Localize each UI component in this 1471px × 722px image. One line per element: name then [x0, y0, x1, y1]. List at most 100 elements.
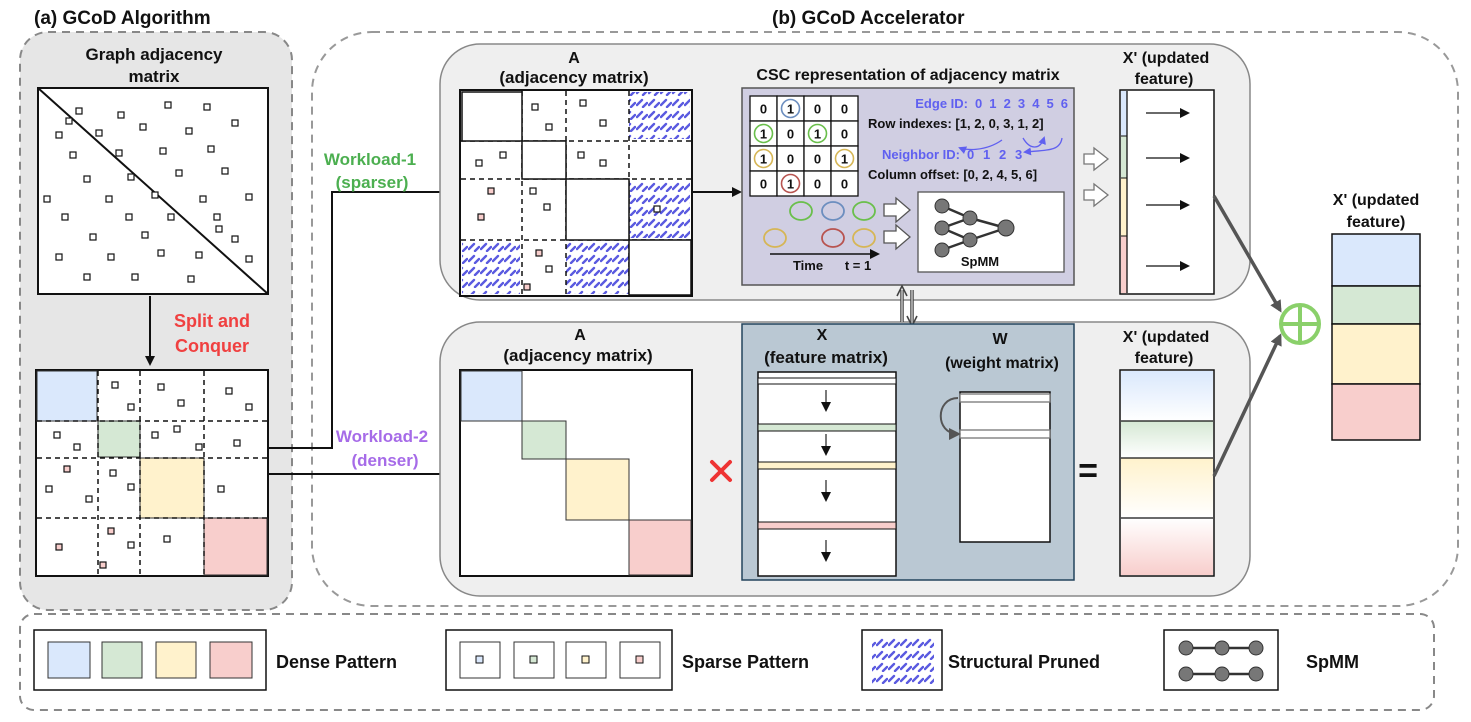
csc-cell: 0: [841, 102, 848, 117]
sparse-dot: [85, 495, 93, 503]
graph-adj-title-line1: Graph adjacency: [85, 45, 223, 64]
x-updated-final-line1: X' (updated: [1333, 192, 1419, 209]
csc-title: CSC representation of adjacency matrix: [756, 67, 1059, 84]
pruned-block: [629, 92, 690, 139]
w-label: W: [992, 331, 1008, 348]
sparse-dot: [175, 169, 183, 177]
sparse-dot: [83, 273, 91, 281]
sparse-dot: [73, 443, 81, 451]
legend-pruned: [861, 629, 943, 691]
sparse-dot: [83, 175, 91, 183]
sparse-dot: [215, 225, 223, 233]
graph-adj-title-line2: matrix: [128, 67, 180, 86]
sparse-dot: [213, 213, 221, 221]
csc-cell: 1: [841, 152, 848, 167]
legend-spmm-label: SpMM: [1306, 652, 1359, 672]
sparse-dot: [125, 213, 133, 221]
sparse-dot: [89, 233, 97, 241]
edge-curve: [958, 139, 1003, 154]
merge-arrow-bottom: [1212, 333, 1282, 477]
sparse-dot: [545, 123, 553, 131]
sparse-dot: [127, 483, 135, 491]
dense-block-green: [97, 420, 141, 458]
x-updated-bottom-line2: feature): [1135, 350, 1194, 367]
multiply-icon: [710, 460, 732, 482]
weight-matrix: [939, 391, 1051, 543]
x-updated-bottom-matrix: [1119, 369, 1215, 577]
sparse-dot: [599, 119, 607, 127]
legend-spmm: [1163, 629, 1279, 691]
legend-sparse: [445, 629, 673, 691]
edge-id: 2: [1004, 96, 1011, 111]
merge-arrow-top: [1212, 195, 1282, 313]
dense-block-red: [203, 517, 268, 576]
accelerator-panel: [311, 31, 1459, 607]
sparse-dot: [131, 273, 139, 281]
legend-pruned-label: Structural Pruned: [948, 652, 1100, 672]
sparse-dot: [531, 103, 539, 111]
sparse-dots: [43, 101, 253, 283]
edge-id: 5: [1047, 96, 1054, 111]
sparse-dot: [141, 231, 149, 239]
sparse-dot: [231, 119, 239, 127]
sparse-dot: [475, 159, 483, 167]
sparse-dot: [187, 275, 195, 283]
sparse-dot: [115, 149, 123, 157]
edge-id: 4: [1032, 96, 1040, 111]
sparse-dot: [577, 151, 585, 159]
sparse-dot: [195, 443, 203, 451]
sparse-dot: [217, 485, 225, 493]
left-title: (a) GCoD Algorithm: [34, 8, 211, 29]
sparse-dot: [127, 173, 135, 181]
workload2-label-line2: (denser): [351, 451, 418, 470]
sparse-dot: [579, 99, 587, 107]
sparse-dot: [55, 131, 63, 139]
t-label: t = 1: [845, 258, 871, 273]
split-label-line1: Split and: [174, 311, 250, 331]
csc-cell: 0: [841, 177, 848, 192]
hollow-arrow: [1083, 146, 1110, 172]
sparse-dot: [173, 425, 181, 433]
sparse-dot: [545, 265, 553, 273]
sparse-dot: [185, 127, 193, 135]
legend-panel: [19, 613, 1435, 711]
dense-adjacency-matrix: [459, 369, 693, 577]
sparse-dot: [157, 249, 165, 257]
sparse-dot: [43, 195, 51, 203]
hollow-arrow: [883, 196, 911, 224]
feature-matrix: [757, 371, 897, 577]
bottom-a-sublabel: (adjacency matrix): [503, 346, 652, 365]
time-label: Time: [793, 258, 823, 273]
sparse-dot: [107, 527, 115, 535]
sparse-dot: [231, 235, 239, 243]
sparse-dot: [499, 151, 507, 159]
pruned-block: [566, 242, 629, 294]
neighbor-id-label: Neighbor ID:: [882, 147, 960, 162]
x-updated-final-matrix: [1331, 233, 1421, 441]
edge-id-label: Edge ID:: [915, 96, 968, 111]
spmm-label: SpMM: [961, 254, 999, 269]
sparse-dot: [159, 147, 167, 155]
split-matrix: [35, 369, 269, 577]
sparse-dot: [163, 535, 171, 543]
sparse-dot: [65, 117, 73, 125]
csc-cell: 0: [814, 102, 821, 117]
csc-cell: 1: [787, 177, 794, 192]
sparse-dot: [225, 387, 233, 395]
legend-dense-label: Dense Pattern: [276, 652, 397, 672]
csc-cell: 1: [760, 127, 767, 142]
sparse-dot: [543, 203, 551, 211]
sparse-dot: [233, 439, 241, 447]
hollow-arrow: [1083, 182, 1110, 208]
sparse-dot: [195, 251, 203, 259]
csc-cell: 0: [841, 127, 848, 142]
bottom-a-label: A: [574, 327, 586, 344]
sparse-dot: [117, 111, 125, 119]
csc-cell: 0: [814, 152, 821, 167]
sparse-dot: [105, 195, 113, 203]
x-feature-sublabel: (feature matrix): [764, 348, 888, 367]
workload1-label-line2: (sparser): [336, 173, 409, 192]
csc-cell: 0: [787, 127, 794, 142]
sparse-dot: [177, 399, 185, 407]
